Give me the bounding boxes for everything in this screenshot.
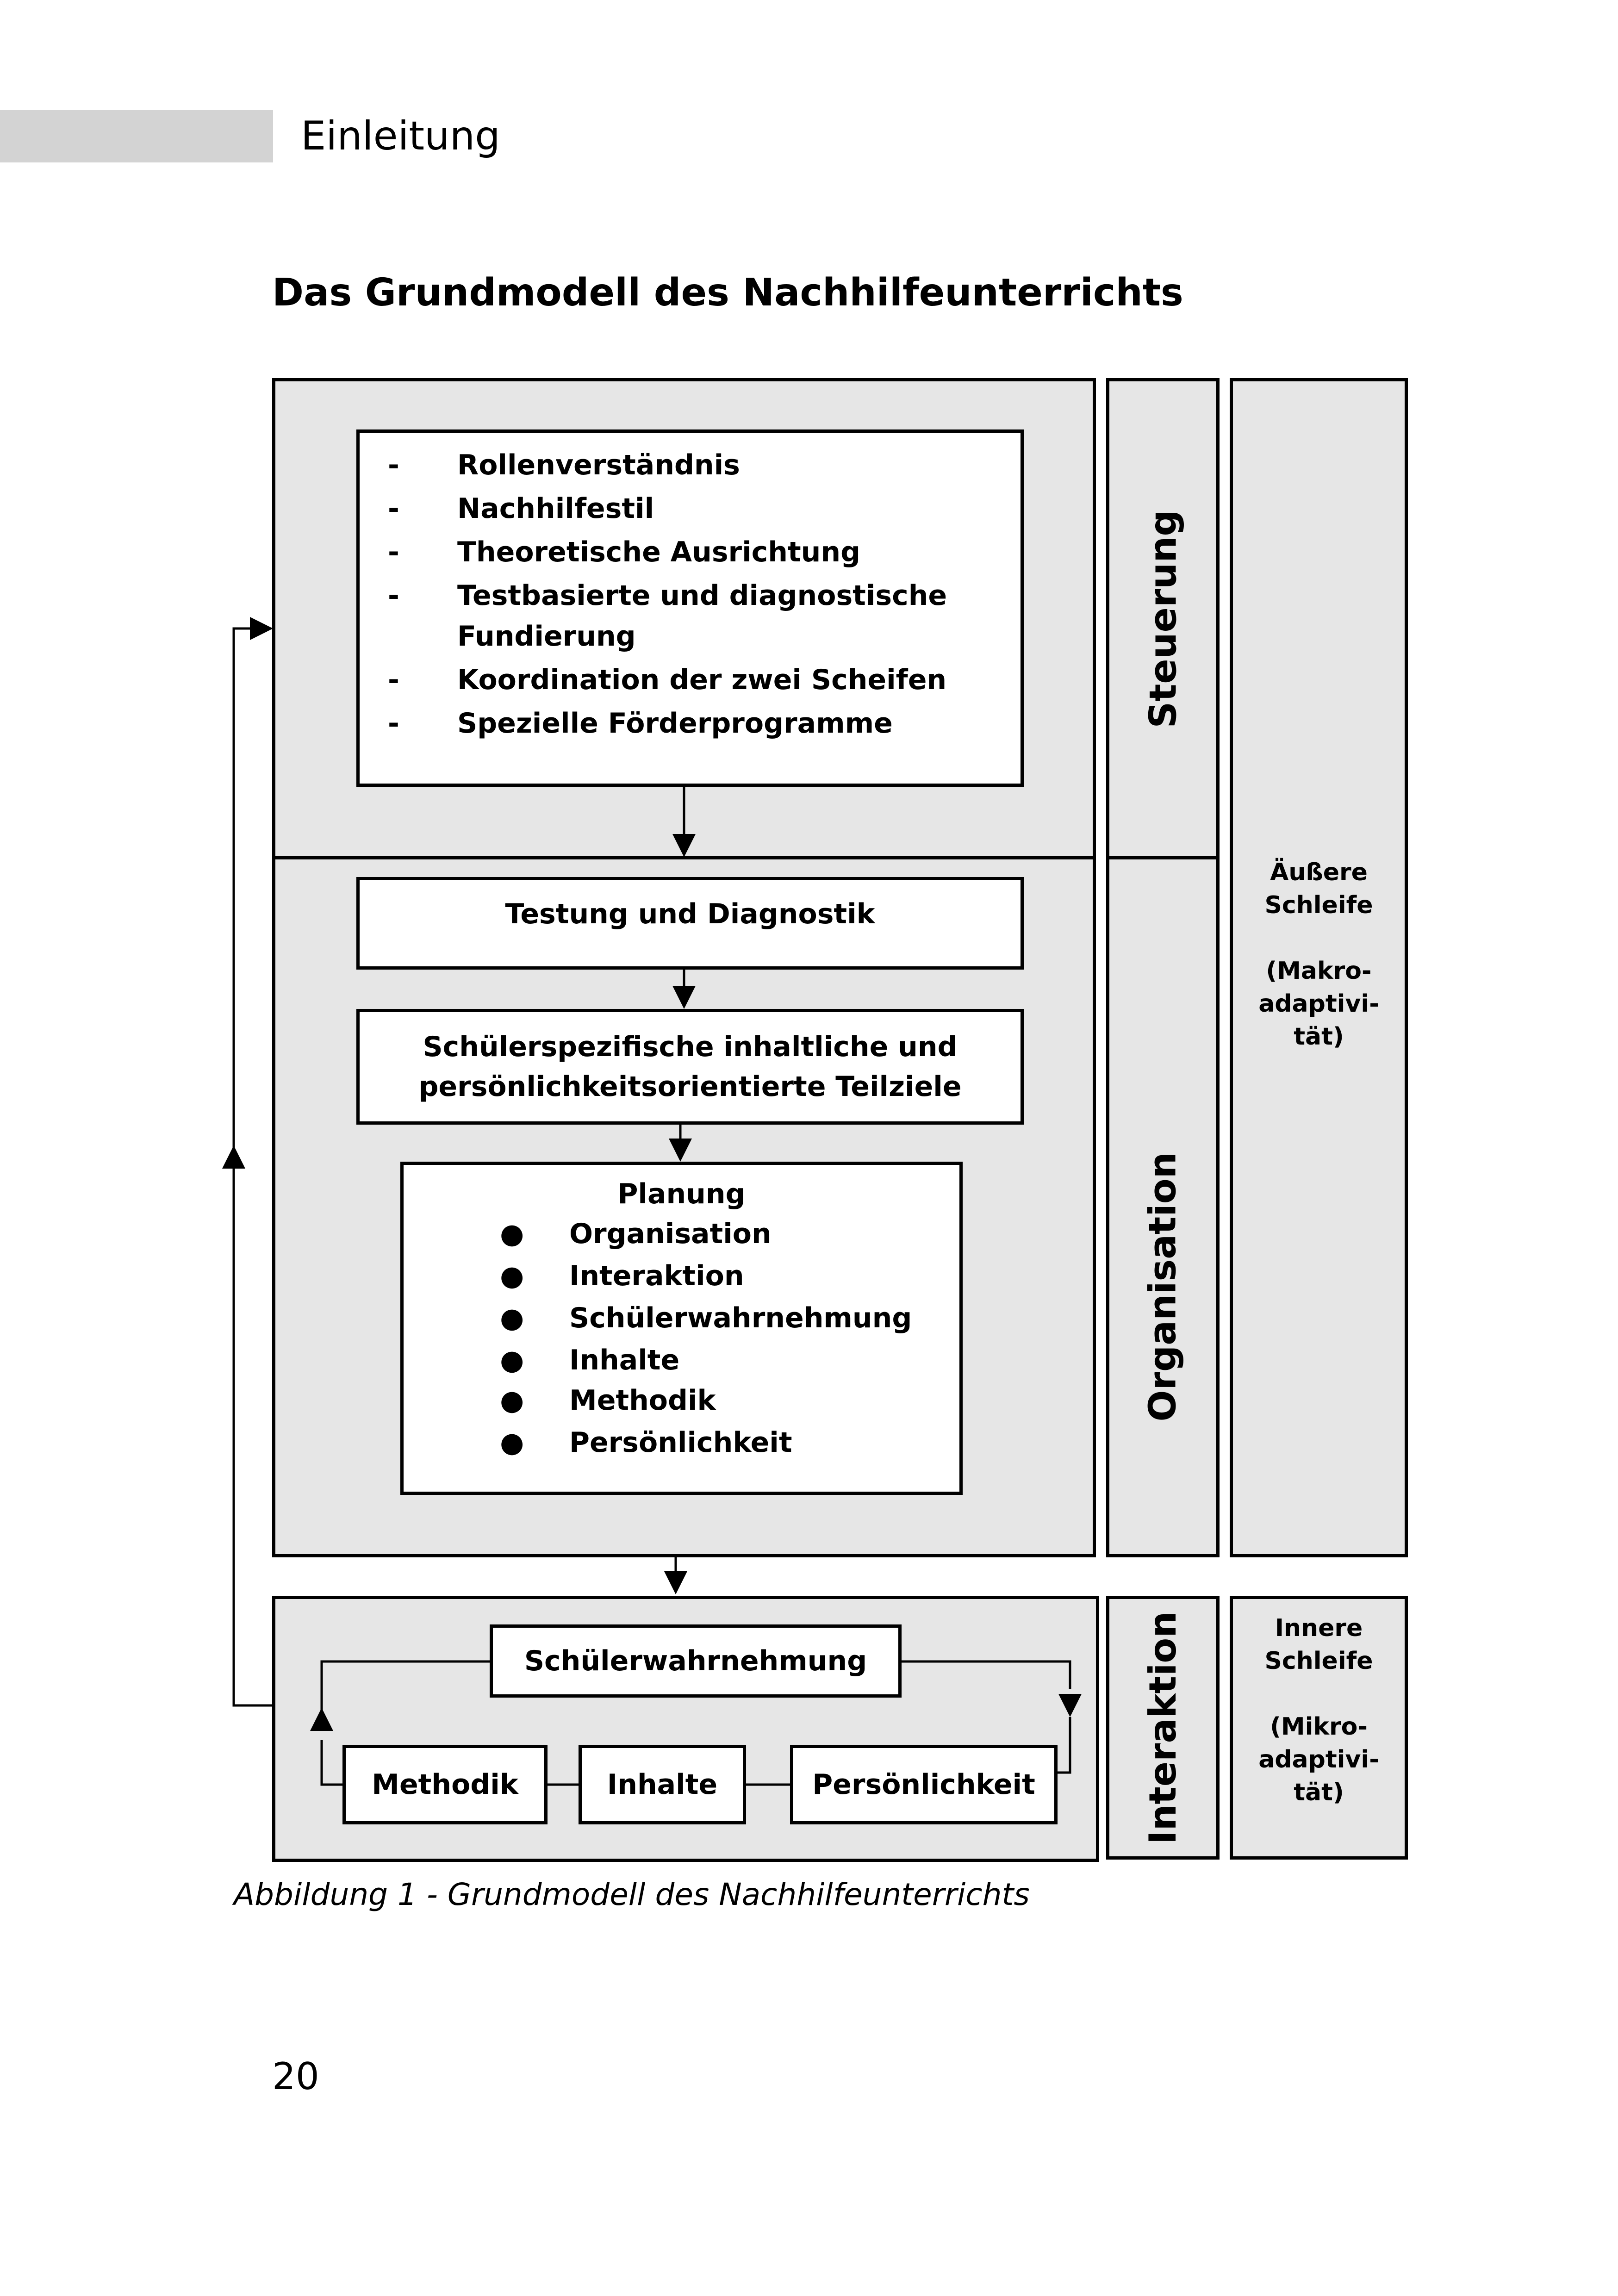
figure-caption: Abbildung 1 - Grundmodell des Nachhilfeu… bbox=[234, 1877, 1030, 1912]
planning-title: Planung bbox=[617, 1178, 746, 1210]
steuerung-label-box bbox=[1106, 378, 1220, 859]
goals-line-2: persönlichkeitsorientierte Teilziele bbox=[418, 1070, 962, 1103]
inner-loop-method-link bbox=[320, 1740, 342, 1786]
planning-list: Planung ●Organisation ●Interaktion ●Schü… bbox=[400, 1178, 963, 1483]
arrowhead bbox=[222, 1145, 245, 1169]
method-box: Methodik bbox=[342, 1745, 548, 1824]
arrowhead bbox=[669, 1139, 692, 1162]
inner-loop-right-line bbox=[902, 1660, 1071, 1689]
figure-title: Das Grundmodell des Nachhilfeunterrichts bbox=[272, 271, 1183, 315]
header-title: Einleitung bbox=[301, 113, 500, 159]
content-box: Inhalte bbox=[579, 1745, 746, 1824]
outer-loop-text: Äußere Schleife (Makro- adaptivi- tät) bbox=[1258, 859, 1379, 1051]
inner-loop-left-line bbox=[320, 1660, 490, 1717]
arrowhead bbox=[250, 617, 273, 640]
organisation-label-box bbox=[1106, 856, 1220, 1557]
arrowhead bbox=[1058, 1694, 1082, 1717]
goals-line-1: Schülerspezifische inhaltliche und bbox=[423, 1031, 958, 1063]
personality-box: Persönlichkeit bbox=[790, 1745, 1058, 1824]
arrowhead bbox=[672, 986, 696, 1009]
inner-loop-box bbox=[1230, 1596, 1408, 1860]
arrowhead bbox=[672, 834, 696, 857]
inner-loop-text: Innere Schleife (Mikro- adaptivi- tät) bbox=[1258, 1614, 1379, 1806]
steuerung-list: - Rollenverständnis - Nachhilfestil - Th… bbox=[388, 449, 947, 740]
arrowhead bbox=[310, 1708, 333, 1731]
planning-box bbox=[400, 1162, 963, 1495]
interaktion-label-box bbox=[1106, 1596, 1220, 1860]
inner-loop-personality-link bbox=[1058, 1717, 1071, 1774]
testing-box: Testung und Diagnostik bbox=[356, 877, 1024, 970]
header-bar bbox=[0, 110, 273, 162]
goals-box: Schülerspezifische inhaltliche und persö… bbox=[356, 1009, 1024, 1125]
steuerung-list-box bbox=[356, 429, 1024, 787]
arrowhead bbox=[664, 1571, 687, 1594]
outer-loop-box bbox=[1230, 378, 1408, 1557]
page-number: 20 bbox=[272, 2055, 319, 2098]
perception-box: Schülerwahrnehmung bbox=[490, 1624, 902, 1698]
